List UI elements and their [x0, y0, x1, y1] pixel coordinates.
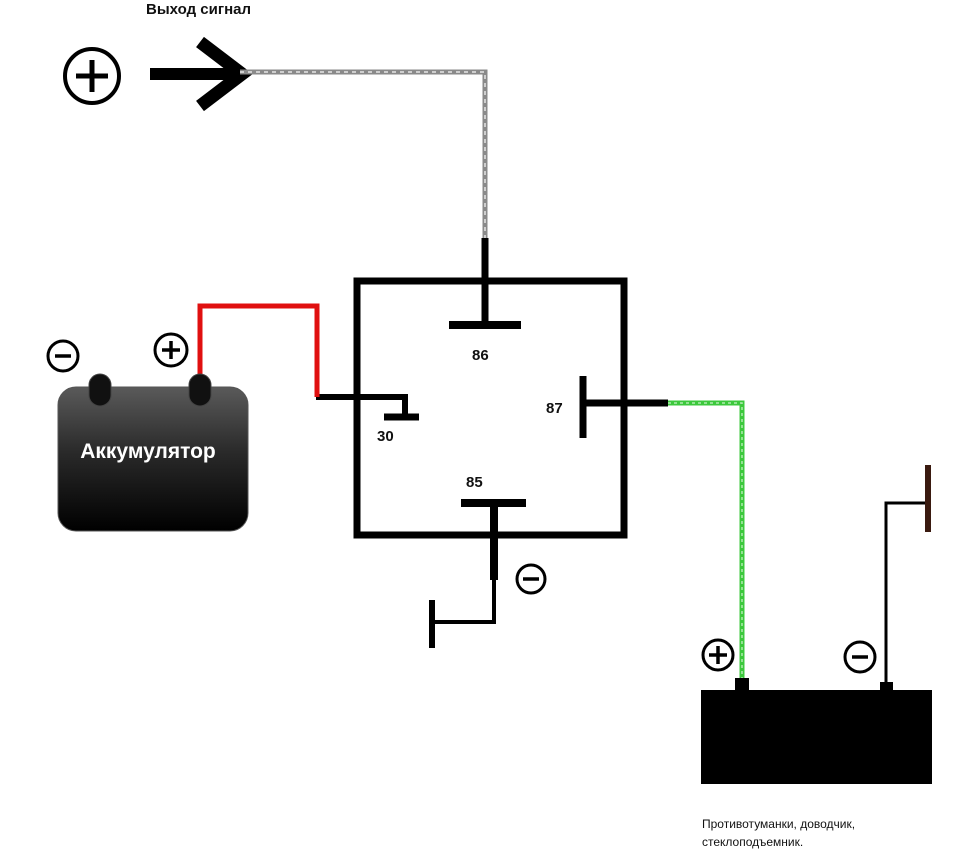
- load-minus-symbol: [843, 640, 877, 674]
- signal-arrow-icon: [150, 36, 253, 112]
- pin-86-label: 86: [472, 347, 489, 364]
- pin-87-label: 87: [546, 400, 563, 417]
- relay-ground-minus-symbol: [515, 563, 547, 595]
- relay-pin-87: [579, 376, 668, 438]
- battery-label: Аккумулятор: [80, 440, 216, 463]
- load-device: [701, 678, 932, 784]
- battery-positive-wire: [197, 303, 320, 397]
- relay-pin-30: [316, 394, 419, 421]
- pin-85-label: 85: [466, 474, 483, 491]
- battery-negative-terminal: [88, 373, 112, 407]
- load-positive-wire: [668, 400, 745, 680]
- battery: [57, 373, 249, 532]
- load-plus-symbol: [701, 638, 735, 672]
- relay-pin-85: [429, 499, 526, 648]
- pin-30-label: 30: [377, 428, 394, 445]
- load-caption-line2: стеклоподъемник.: [702, 835, 803, 849]
- battery-plus-symbol: [153, 332, 189, 368]
- signal-output-label: Выход сигнал: [146, 1, 251, 18]
- load-caption-line1: Противотуманки, доводчик,: [702, 817, 855, 831]
- signal-plus-symbol: [63, 47, 121, 105]
- load-ground-wire: [884, 465, 931, 685]
- signal-wire: [240, 69, 488, 240]
- battery-positive-terminal: [188, 373, 212, 407]
- relay-pin-86: [449, 238, 521, 329]
- battery-minus-symbol: [46, 339, 80, 373]
